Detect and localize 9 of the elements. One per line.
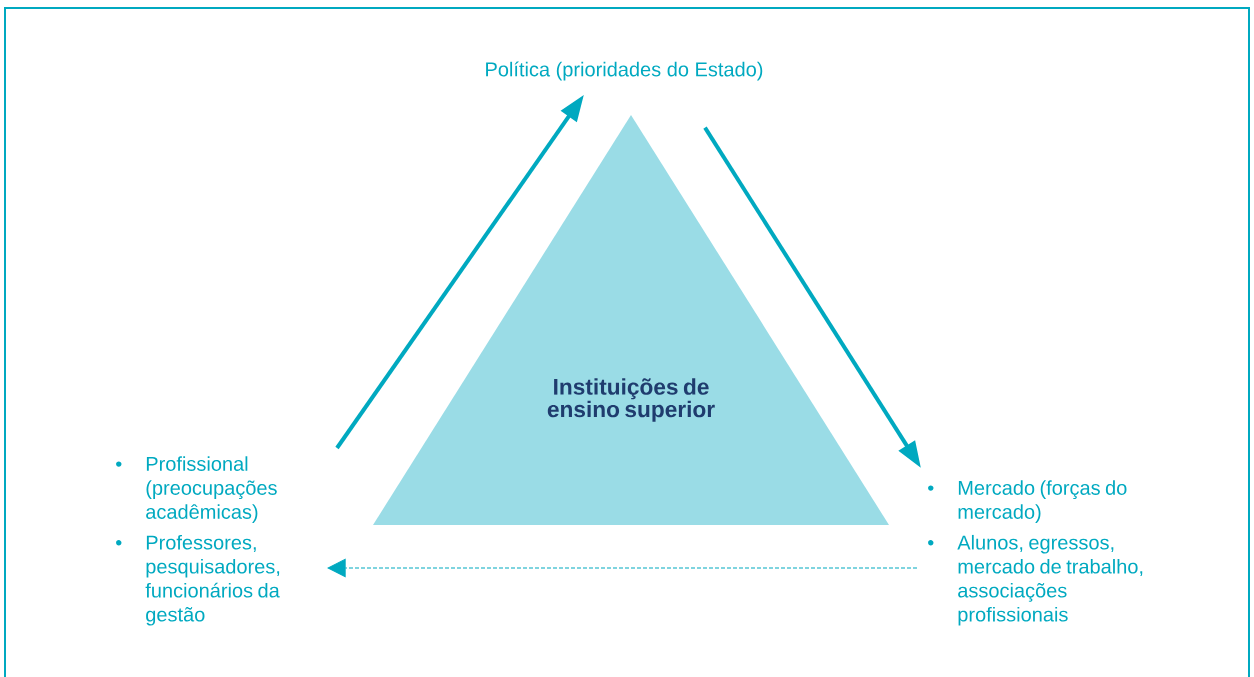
bullet: • — [928, 485, 934, 491]
bullet: • — [116, 461, 122, 467]
bullet-list: • Mercado (forças do mercado) • Alunos, egressos, mercado de trabalho, associações profissionais — [928, 480, 1143, 626]
triangle: Instituições de ensino superior — [373, 115, 889, 525]
label-text: Política (prioridades do Estado) — [486, 61, 763, 81]
bullet: • — [116, 540, 122, 546]
bullet: • — [928, 540, 934, 546]
arrow — [327, 558, 918, 578]
bullet-list: • Profissional (preocupações acadêmicas) • Professores, pesquisadores, funcionários da gestão — [116, 456, 280, 626]
